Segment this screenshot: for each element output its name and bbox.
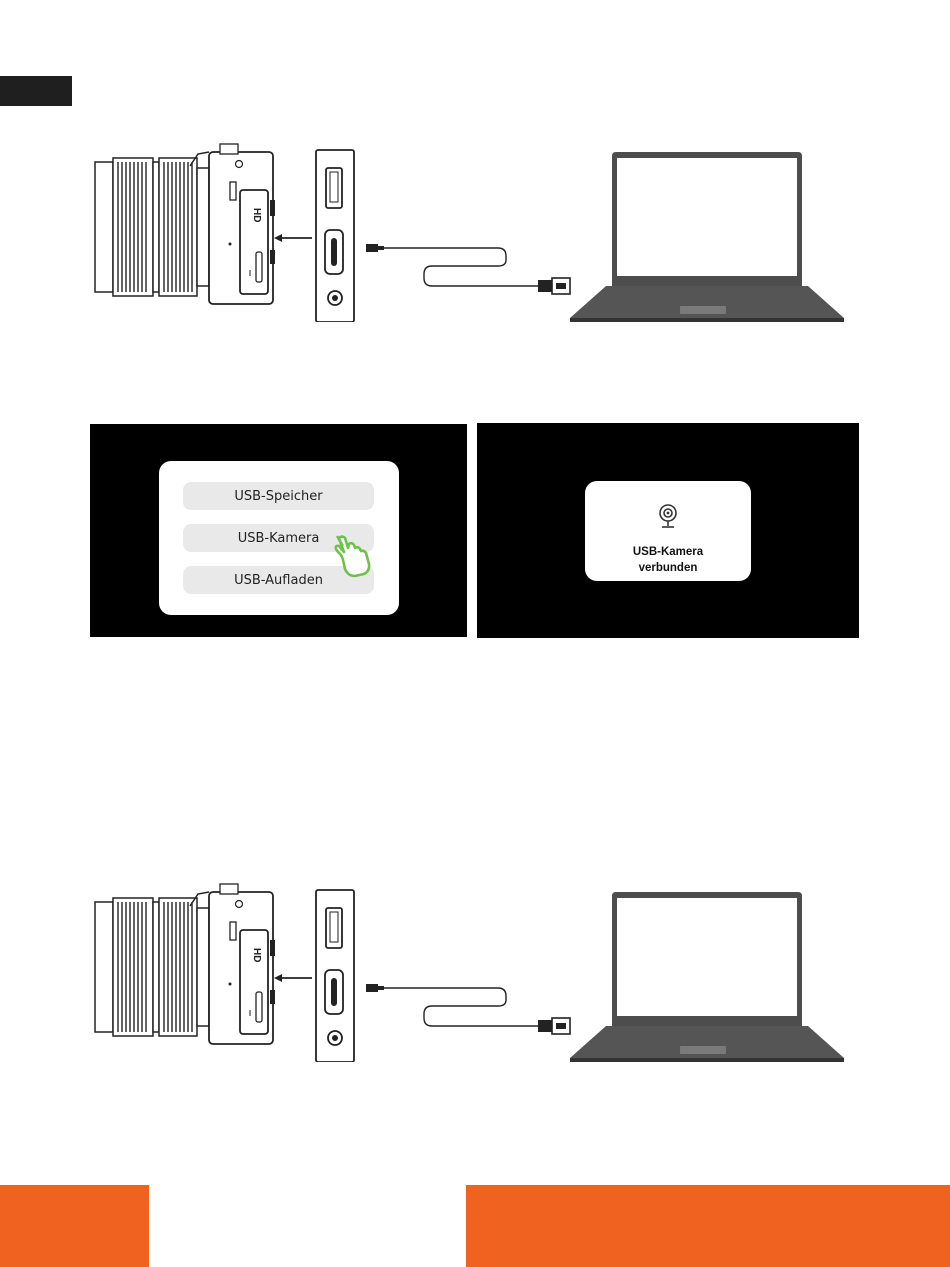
hand-pointer-icon (333, 534, 377, 578)
status-line-1: USB-Kamera (585, 544, 751, 560)
camera-screen-status: USB-Kamera verbunden (477, 423, 859, 638)
section-tab-marker (0, 76, 72, 106)
usb-mode-menu: USB-Speicher USB-Kamera USB-Aufladen (159, 461, 399, 615)
menu-option-usb-storage[interactable]: USB-Speicher (183, 482, 374, 510)
footer-bar-right (466, 1185, 950, 1267)
camera-screen-menu: USB-Speicher USB-Kamera USB-Aufladen (90, 424, 467, 637)
webcam-icon (658, 504, 678, 532)
status-line-2: verbunden (585, 560, 751, 576)
usb-camera-connected-dialog: USB-Kamera verbunden (585, 481, 751, 581)
usb-connection-diagram-bottom (80, 882, 860, 1072)
footer-bar-left (0, 1185, 149, 1267)
connected-status-text: USB-Kamera verbunden (585, 544, 751, 576)
usb-connection-diagram-top (80, 142, 860, 332)
camera-to-laptop-illustration (80, 142, 860, 322)
camera-to-laptop-illustration (80, 882, 860, 1062)
